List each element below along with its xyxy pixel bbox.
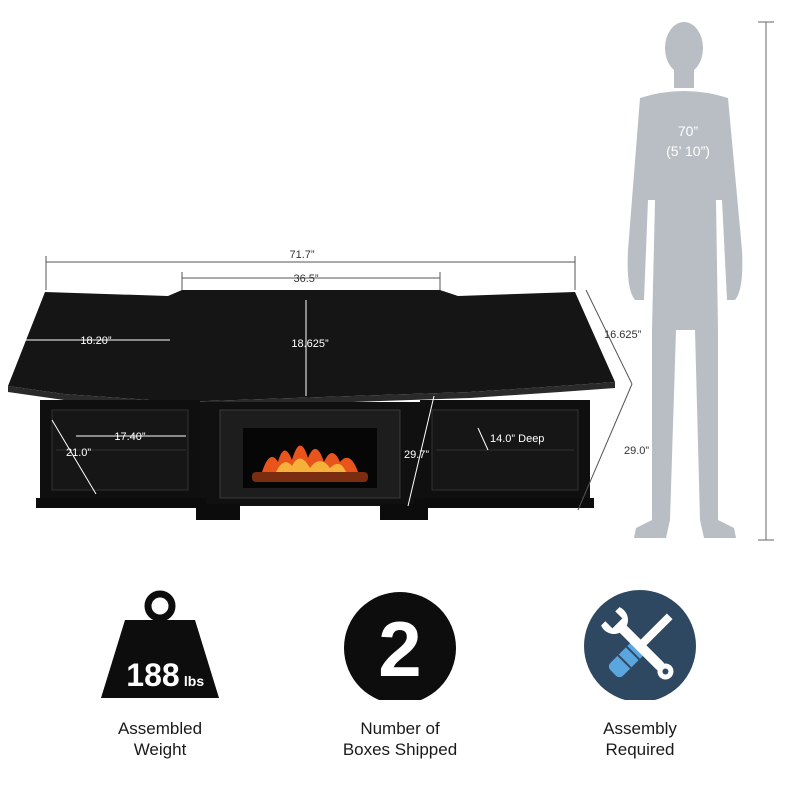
fireplace-tv-stand: [8, 290, 615, 520]
dimension-lines: [45, 256, 633, 511]
feature-boxes-shipped: 2 Number of Boxes Shipped: [310, 590, 490, 760]
shelf-depth-label: 14.0” Deep: [490, 433, 544, 445]
side-depth-label: 16.625”: [604, 329, 642, 341]
center-height-label: 29.7”: [404, 449, 429, 461]
person-height-label: 70”: [678, 123, 699, 139]
assembly-caption-line1: Assembly: [603, 719, 677, 738]
shelf-height-label: 21.0”: [66, 447, 91, 459]
boxes-value: 2: [378, 605, 421, 693]
center-width-label: 36.5”: [293, 273, 318, 285]
boxes-caption-line2: Boxes Shipped: [342, 740, 458, 759]
number-circle-icon: 2: [344, 592, 456, 700]
person-height-line: [758, 21, 774, 541]
weight-unit: lbs: [184, 673, 204, 689]
center-depth-label: 18.625”: [291, 338, 329, 350]
shelf-width-label: 17.40”: [114, 431, 146, 443]
side-top-width-label: 18.20”: [80, 335, 112, 347]
feature-assembly-required: Assembly Required: [550, 590, 730, 760]
weight-value: 188: [126, 657, 179, 693]
person-height-feet-label: (5’ 10”): [666, 143, 710, 159]
dimension-lines-white: [20, 300, 489, 507]
total-width-label: 71.7”: [289, 249, 314, 261]
weight-caption-line1: Assembled: [117, 719, 203, 738]
total-height-label: 29.0”: [624, 445, 649, 457]
weight-caption: Assembled Weight: [70, 718, 250, 760]
tools-icon: [584, 590, 696, 700]
weight-icon: 188 lbs: [101, 590, 219, 698]
assembly-caption: Assembly Required: [550, 718, 730, 760]
assembly-caption-line2: Required: [605, 740, 675, 759]
boxes-caption: Number of Boxes Shipped: [310, 718, 490, 760]
feature-assembled-weight: 188 lbs Assembled Weight: [70, 590, 250, 760]
boxes-caption-line1: Number of: [360, 719, 440, 738]
product-dimension-diagram: 70” (5’ 10”): [8, 21, 774, 541]
person-silhouette: [627, 22, 743, 538]
flame-graphic: [252, 445, 368, 482]
weight-caption-line2: Weight: [133, 740, 187, 759]
stand-top: [8, 290, 615, 402]
